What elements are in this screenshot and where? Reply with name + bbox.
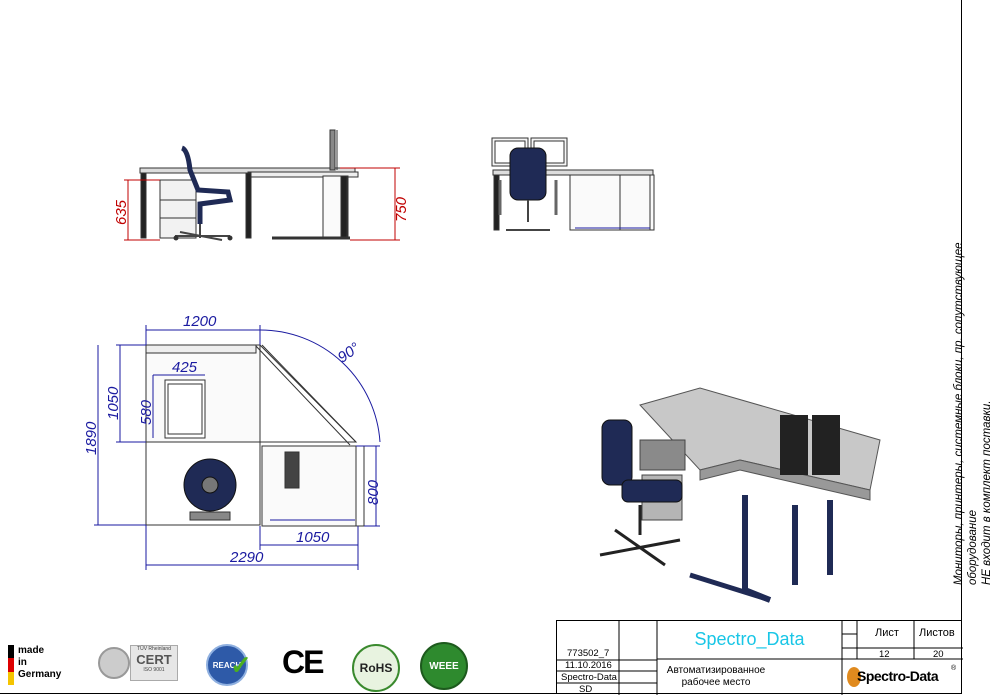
- brand-title: Spectro_Data: [694, 629, 805, 649]
- title-block: 773502_7 11.10.2016 Spectro-Data SD Spec…: [556, 620, 963, 695]
- dim-1200: 1200: [183, 313, 217, 330]
- company-logo: Spectro-Data ®: [847, 665, 959, 691]
- chair-plan: [183, 458, 237, 521]
- dim-750: 750: [393, 196, 410, 222]
- logo-swoosh-icon: [847, 667, 861, 687]
- dim-1050-left: 1050: [105, 386, 122, 420]
- dim-800: 800: [365, 479, 382, 505]
- ce-mark: CE: [282, 644, 324, 680]
- made-in-germany-badge: made in Germany: [8, 645, 61, 685]
- company-short: Spectro-Data: [561, 672, 617, 683]
- tuv-logo-icon: [98, 647, 130, 679]
- doc-code: 773502_7: [567, 648, 610, 659]
- height-dimension-lines: [124, 167, 400, 241]
- technical-drawing: 635 750: [83, 129, 881, 603]
- sheet-label: Лист: [875, 627, 899, 639]
- doc-date: 11.10.2016: [565, 660, 612, 671]
- sheet-number: 12: [879, 649, 890, 660]
- dim-2290: 2290: [229, 549, 264, 566]
- front-elevation-view: [491, 137, 655, 231]
- weee-badge: WEEE: [420, 642, 468, 690]
- tuv-cert-badge: TÜV Rheinland CERT ISO 9001: [98, 645, 178, 681]
- drawing-frame: [0, 0, 962, 694]
- sheets-label: Листов: [919, 627, 955, 639]
- dim-580: 580: [138, 399, 155, 425]
- rohs-badge: RoHS: [352, 644, 400, 692]
- document-description: Автоматизированное рабочее место: [666, 665, 766, 688]
- dim-90-degrees: 90°: [335, 339, 363, 366]
- reach-badge: REACH: [206, 644, 248, 686]
- side-elevation-view: [139, 129, 359, 241]
- sheets-total: 20: [933, 649, 944, 660]
- isometric-view: [599, 387, 881, 603]
- dim-1890: 1890: [83, 421, 100, 455]
- dim-1050-bottom: 1050: [296, 529, 330, 546]
- dim-425: 425: [172, 359, 198, 376]
- side-note: Мониторы, принтеры, системные блоки, пр.…: [952, 205, 993, 585]
- side-note-line2: НЕ входит в комплект поставки.: [981, 400, 993, 585]
- plan-dimension-lines: [94, 325, 381, 570]
- plan-view: [145, 343, 365, 527]
- title-block-grid: [557, 621, 963, 695]
- initials: SD: [579, 684, 593, 695]
- checkmark-icon: ✓: [230, 650, 252, 680]
- dim-635: 635: [113, 199, 130, 225]
- side-note-line1: Мониторы, принтеры, системные блоки, пр.…: [953, 242, 979, 585]
